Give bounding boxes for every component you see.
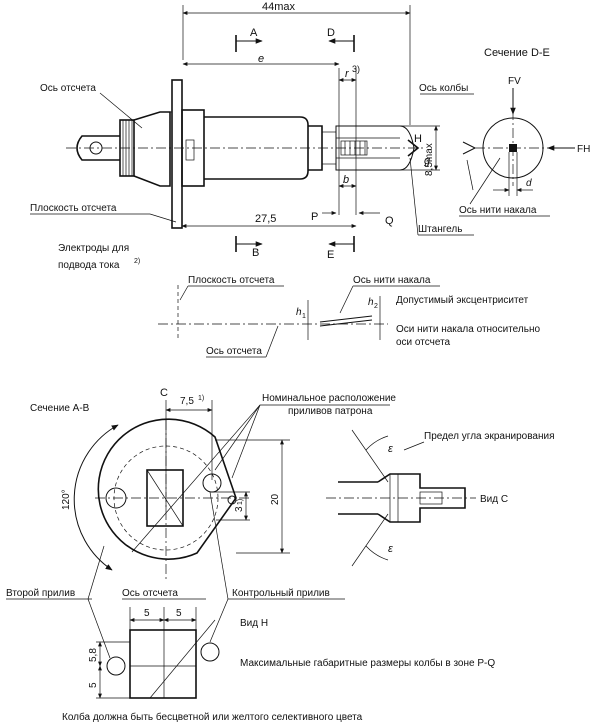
label-electrodes-2: подвода тока: [58, 260, 120, 271]
label-filament-axis-de: Ось нити накала: [459, 205, 537, 216]
label-bulb-axis: Ось колбы: [419, 82, 468, 94]
label-axis-relative-2: оси отсчета: [396, 337, 451, 348]
label-h1: h: [296, 307, 302, 318]
label-axis-reference: Ось отсчета: [40, 83, 96, 94]
label-epsilon-1: ε: [388, 443, 393, 455]
label-h2-sub: 2: [374, 303, 378, 310]
dim-5-side: 5: [88, 682, 99, 688]
dim-3: 3: [234, 506, 245, 512]
label-max-dims: Максимальные габаритные размеры колбы в …: [240, 657, 495, 669]
label-second-lug: Второй прилив: [6, 588, 75, 599]
label-q: Q: [385, 215, 394, 227]
label-fv: FV: [508, 76, 521, 87]
label-electrodes-note: 2): [134, 258, 140, 265]
dim-20: 20: [270, 493, 281, 505]
label-h-main: H: [414, 133, 422, 145]
label-reference-plane-2: Плоскость отсчета: [188, 275, 275, 286]
label-p: P: [311, 211, 318, 223]
main-view: 44max A D e r 3) Ось отсчета: [30, 1, 474, 271]
dim-27-5: 27,5: [255, 213, 276, 225]
view-h: 5 5 5,8 5 Максимальные габаритные размер…: [88, 607, 495, 699]
dim-8-5max: 8,5max: [424, 143, 435, 176]
label-fh: FH: [577, 144, 590, 155]
dim-120deg: 120°: [61, 489, 72, 510]
dim-5-right: 5: [176, 608, 182, 619]
label-axis-reference-2: Ось отсчета: [206, 346, 262, 357]
label-nominal-1: Номинальное расположение: [262, 393, 396, 404]
section-de-title: Сечение D-E: [484, 47, 550, 59]
eccentricity-detail: Плоскость отсчета Ось нити накала h 1 h …: [158, 275, 540, 358]
label-nominal-2: приливов патрона: [288, 406, 373, 417]
label-electrodes-1: Электроды для: [58, 243, 129, 254]
section-label-a: A: [250, 27, 258, 39]
label-view-c: Вид С: [480, 494, 508, 505]
label-h2: h: [368, 297, 374, 308]
dim-3-note: 1): [237, 499, 244, 505]
label-axis-relative-1: Оси нити накала относительно: [396, 324, 540, 335]
dim-r-note: 3): [352, 64, 360, 74]
dim-44max: 44max: [262, 1, 296, 13]
label-reference-plane: Плоскость отсчета: [30, 203, 117, 214]
dim-5-left: 5: [144, 608, 150, 619]
section-label-e: E: [327, 249, 334, 261]
label-c: C: [160, 387, 168, 399]
label-d: d: [526, 178, 532, 189]
section-de: Сечение D-E FV FH d Ось нити накала: [459, 47, 590, 217]
section-label-b: B: [252, 247, 259, 259]
section-ab-title: Сечение А-В: [30, 403, 90, 414]
dim-7-5: 7,5: [180, 396, 194, 407]
label-filament-axis-2: Ось нити накала: [353, 275, 431, 286]
dim-7-5-note: 1): [198, 395, 204, 402]
label-h1-sub: 1: [302, 313, 306, 320]
label-view-h: Вид H: [240, 618, 268, 629]
dim-b: b: [343, 174, 349, 186]
dim-5-8: 5,8: [88, 648, 99, 662]
dim-e: e: [258, 53, 264, 65]
label-allowed-eccentricity: Допустимый эксцентриситет: [396, 295, 529, 306]
label-stem: Штангель: [418, 224, 462, 235]
section-label-d: D: [327, 27, 335, 39]
label-axis-reference-3: Ось отсчета: [122, 588, 178, 599]
dim-r: r: [345, 68, 350, 80]
view-c: Предел угла экранирования ε ε Вид С: [326, 429, 555, 567]
footer-note: Колба должна быть бесцветной или желтого…: [62, 711, 363, 723]
section-ab: Сечение А-В C 7,5 1) Номинальное располо…: [6, 387, 396, 659]
label-control-lug: Контрольный прилив: [232, 588, 330, 599]
label-g-main: g: [424, 155, 431, 167]
label-epsilon-2: ε: [388, 543, 393, 555]
label-shield-limit: Предел угла экранирования: [424, 431, 555, 442]
